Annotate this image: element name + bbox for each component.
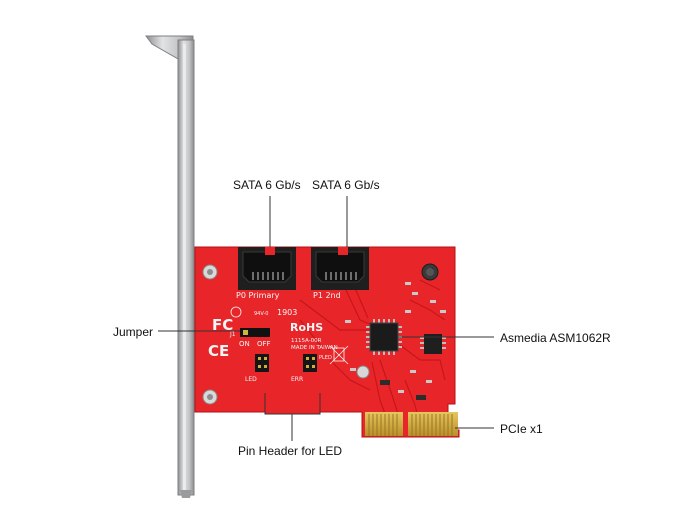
sata-connector-second — [311, 247, 369, 290]
fcc-mark-icon: FC — [212, 316, 233, 334]
silk-jumper-ref: J1 — [229, 331, 236, 338]
pci-bracket — [145, 35, 195, 498]
callout-sata-second: SATA 6 Gb/s — [312, 178, 380, 192]
ul-mark-icon — [230, 306, 242, 318]
silk-err: ERR — [291, 376, 303, 383]
silk-on: ON — [239, 340, 250, 348]
sata-connector-primary — [238, 247, 296, 290]
controller-chip — [366, 319, 402, 355]
callout-jumper: Jumper — [113, 325, 154, 339]
silk-made-in: MADE IN TAIWAN — [291, 345, 338, 351]
ce-mark-icon: CE — [208, 342, 229, 360]
silk-rohs: RoHS — [290, 321, 323, 334]
silk-date-code: 1903 — [277, 308, 297, 317]
secondary-chip — [420, 334, 446, 354]
callout-sata-primary: SATA 6 Gb/s — [233, 178, 301, 192]
silk-rating: 94V-0 — [254, 311, 268, 317]
callout-pcie: PCIe x1 — [500, 422, 543, 436]
silk-model: 1115A-00R — [291, 338, 322, 344]
silk-off: OFF — [257, 340, 271, 348]
silk-pled: PLED — [319, 355, 332, 361]
weee-bin-icon — [329, 345, 349, 365]
callout-pin-header: Pin Header for LED — [238, 444, 343, 458]
jumper-block — [240, 328, 270, 337]
silk-second: P1 2nd — [313, 291, 341, 300]
silk-primary: P0 Primary — [236, 291, 280, 300]
led-pin-header — [255, 354, 317, 372]
pcb-board: P0 Primary P1 2nd J1 ON OFF RoHS 1115A-0… — [194, 246, 460, 438]
silk-led: LED — [245, 376, 257, 383]
callout-controller: Asmedia ASM1062R — [500, 331, 611, 345]
pcie-gold-fingers — [365, 412, 458, 436]
callout-leaders — [158, 196, 494, 441]
